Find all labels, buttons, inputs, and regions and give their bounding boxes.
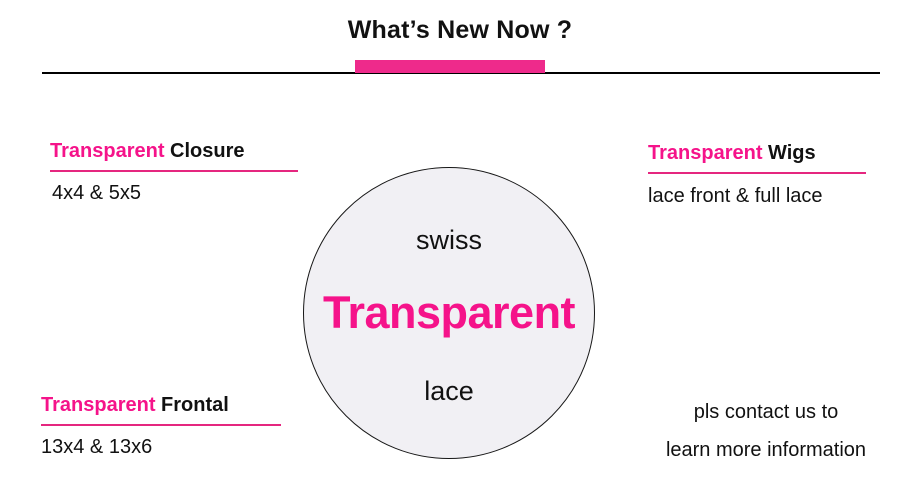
feature-heading-closure: Transparent Closure [50, 140, 298, 163]
contact-note: pls contact us to learn more information [630, 393, 902, 469]
feature-subtitle-wigs: lace front & full lace [648, 184, 823, 207]
feature-heading-frontal: Transparent Frontal [41, 394, 281, 417]
feature-plain-word-closure: Closure [170, 140, 245, 162]
circle-main-label: Transparent [322, 287, 576, 338]
page-title: What’s New Now ? [347, 16, 573, 44]
feature-accent-word-closure: Transparent [50, 140, 165, 162]
feature-underline-wigs [648, 172, 866, 174]
header-accent-bar [355, 60, 545, 73]
transparent-circle [303, 167, 595, 459]
feature-block-frontal: Transparent Frontal 13x4 & 13x6 [41, 394, 281, 459]
feature-subtitle-closure: 4x4 & 5x5 [52, 181, 141, 204]
feature-subtitle-frontal: 13x4 & 13x6 [41, 435, 153, 458]
feature-plain-word-frontal: Frontal [161, 394, 229, 416]
contact-note-line-1: pls contact us to [693, 401, 839, 423]
contact-note-line-2: learn more information [665, 439, 867, 461]
feature-accent-word-wigs: Transparent [648, 142, 763, 164]
feature-plain-word-wigs: Wigs [768, 142, 816, 164]
feature-accent-word-frontal: Transparent [41, 394, 156, 416]
feature-block-closure: Transparent Closure 4x4 & 5x5 [50, 140, 298, 205]
feature-underline-frontal [41, 424, 281, 426]
feature-underline-closure [50, 170, 298, 172]
circle-top-label: swiss [416, 225, 482, 255]
feature-heading-wigs: Transparent Wigs [648, 142, 866, 165]
feature-block-wigs: Transparent Wigs lace front & full lace [648, 142, 866, 208]
circle-bottom-label: lace [424, 376, 474, 406]
